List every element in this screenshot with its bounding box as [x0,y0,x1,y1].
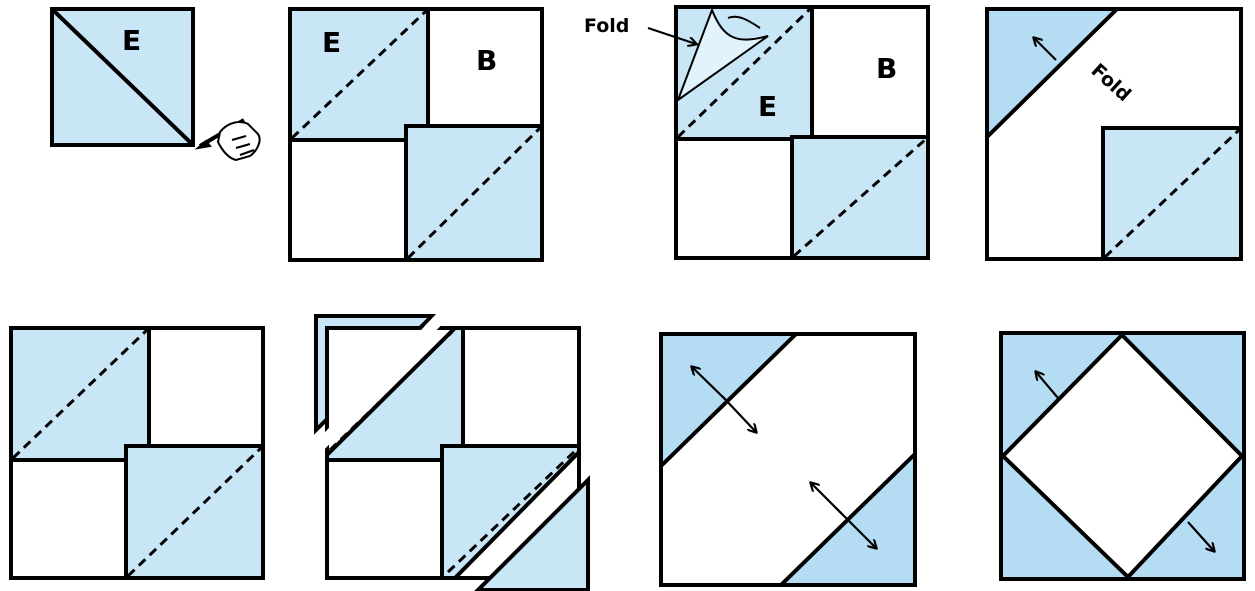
patch-e-label: E [758,90,777,123]
stitch-line [328,330,454,452]
stitch-line [126,446,263,578]
step-1-mark-diagonal: E [50,7,261,162]
arrow-icon [1034,38,1057,61]
step-4-press-open: Fold [985,7,1243,261]
patch-e-label: E [122,24,141,57]
patch-e-bottom-right-remainder [440,444,581,580]
fold-curl [727,15,761,29]
white-gap [312,312,448,452]
patch-e-bottom-right [790,135,930,260]
trimmed-triangle [474,475,590,591]
hand-with-pen-icon [194,118,261,162]
stitch-line [406,126,542,260]
fold-label: Fold [584,15,629,37]
arrow-icon [1036,372,1059,399]
patch-b-label: B [876,52,897,85]
stitch-line [1103,128,1241,259]
stitch-line [676,7,812,139]
step-3-fold-corner: E B Fold [584,5,930,260]
arrow-icon [835,507,876,548]
folded-flap [675,7,769,103]
step-2-place-squares: E B [288,7,544,262]
step-5-stitch [9,326,265,580]
stitch-line [290,9,428,140]
stitch-line [11,328,149,460]
pressed-triangle [985,7,1122,142]
arrow-icon [721,395,756,432]
step-7-press-both [659,332,917,587]
arrow-icon [647,26,696,44]
step-8-finished-block [999,331,1246,581]
patch-b-label: B [476,44,497,77]
patch-e-label: E [322,26,341,59]
arrow-icon [1187,521,1214,551]
step-6-trim-corners [312,312,590,591]
marked-diagonal-line [52,9,193,145]
center-square [1000,332,1245,580]
